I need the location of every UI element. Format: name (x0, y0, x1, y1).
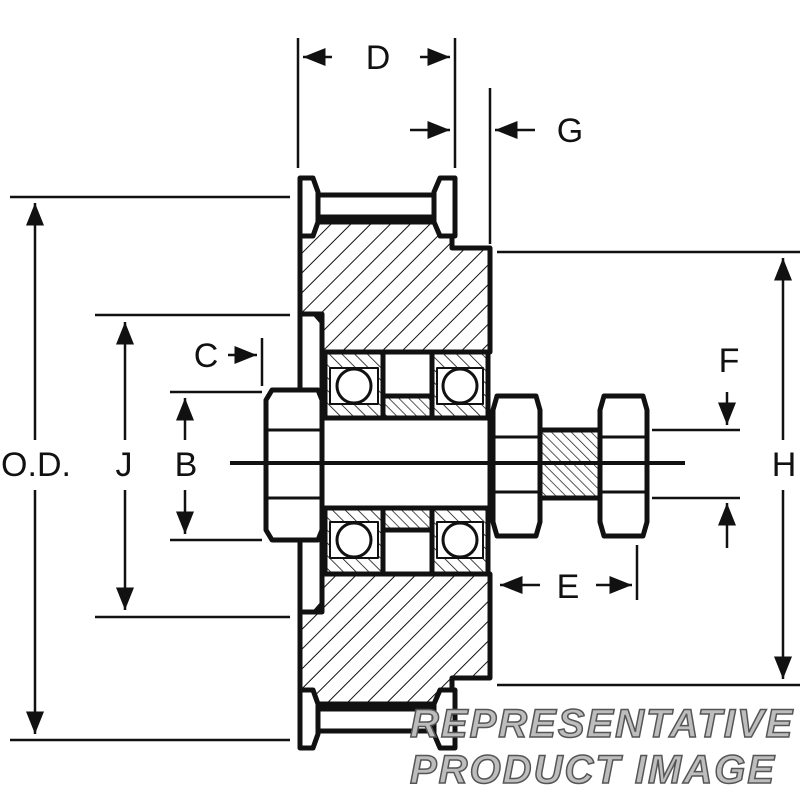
ball (335, 367, 373, 405)
ball (441, 367, 479, 405)
watermark-line-2: PRODUCT IMAGE (410, 748, 776, 792)
dim-label-j: J (116, 446, 133, 484)
spacer-top (380, 393, 435, 421)
spacer-bottom (380, 505, 435, 533)
ball (441, 521, 479, 559)
flange-right-bottom (431, 687, 458, 751)
dim-label-g: G (557, 112, 583, 150)
tooth-band-bottom (315, 706, 437, 734)
flange-left-bottom (297, 687, 321, 751)
dim-label-b: B (175, 446, 198, 484)
dim-label-d: D (366, 39, 391, 77)
dim-label-e: E (557, 568, 580, 606)
nut-2 (597, 393, 650, 539)
ball (335, 521, 373, 559)
tooth-band-top (315, 192, 437, 220)
watermark-line-1: REPRESENTATIVE (410, 702, 794, 746)
flange-right-top (431, 175, 458, 239)
hub-upper (297, 219, 493, 355)
dim-label-h: H (772, 446, 797, 484)
flange-left-top (297, 175, 321, 239)
dim-label-od: O.D. (1, 446, 71, 484)
hub-lower (297, 571, 493, 707)
dim-label-c: C (194, 337, 219, 375)
nut-1 (490, 393, 543, 539)
dim-label-f: F (719, 342, 740, 380)
